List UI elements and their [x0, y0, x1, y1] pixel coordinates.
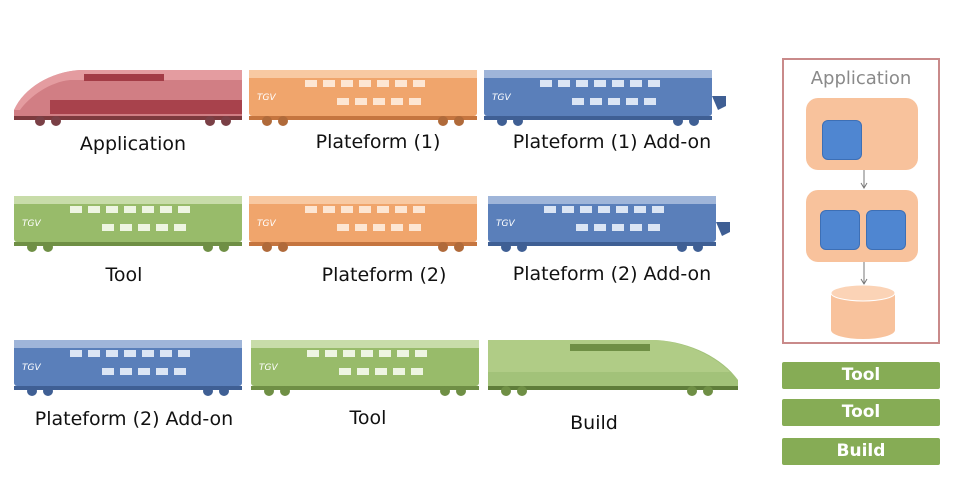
application-panel: Application — [782, 58, 940, 344]
car-badge: TGV — [496, 219, 515, 229]
module-square — [822, 120, 862, 160]
module-square — [820, 210, 860, 250]
label-tool: Tool — [105, 264, 143, 286]
arrow-down-icon — [860, 262, 868, 285]
label-plateform-1: Plateform (1) — [315, 131, 441, 153]
label-application: Application — [79, 133, 187, 155]
car-badge: TGV — [22, 219, 41, 229]
stack-bar-tool-1: Tool — [782, 362, 940, 389]
locomotive-red — [14, 70, 242, 126]
label-plateform-2: Plateform (2) — [321, 264, 447, 286]
car-badge: TGV — [22, 363, 41, 373]
label-plateform-1-addon: Plateform (1) Add-on — [512, 131, 712, 153]
label-tool-row3: Tool — [349, 407, 387, 429]
module-square — [866, 210, 906, 250]
stack-bar-build: Build — [782, 438, 940, 465]
car-badge: TGV — [492, 93, 511, 103]
locomotive-green — [488, 340, 738, 396]
arrow-down-icon — [860, 170, 868, 189]
car-badge: TGV — [259, 363, 278, 373]
label-build: Build — [570, 412, 618, 434]
coach-blue-3: TGV — [14, 340, 242, 396]
database-icon — [830, 284, 896, 339]
coach-blue-2: TGV — [488, 196, 730, 252]
coach-orange-2: TGV — [249, 196, 477, 252]
label-plateform-2-addon: Plateform (2) Add-on — [512, 263, 712, 285]
platform-module-box — [806, 190, 918, 262]
coach-blue-1: TGV — [484, 70, 726, 126]
car-badge: TGV — [257, 93, 276, 103]
car-badge: TGV — [257, 219, 276, 229]
coach-orange-1: TGV — [249, 70, 477, 126]
panel-title: Application — [810, 68, 912, 89]
coach-green-3: TGV — [251, 340, 479, 396]
label-plateform-2-addon-row3: Plateform (2) Add-on — [34, 408, 234, 430]
app-module-box — [806, 98, 918, 170]
coach-green-2a: TGV — [14, 196, 242, 252]
stack-bar-tool-2: Tool — [782, 399, 940, 426]
